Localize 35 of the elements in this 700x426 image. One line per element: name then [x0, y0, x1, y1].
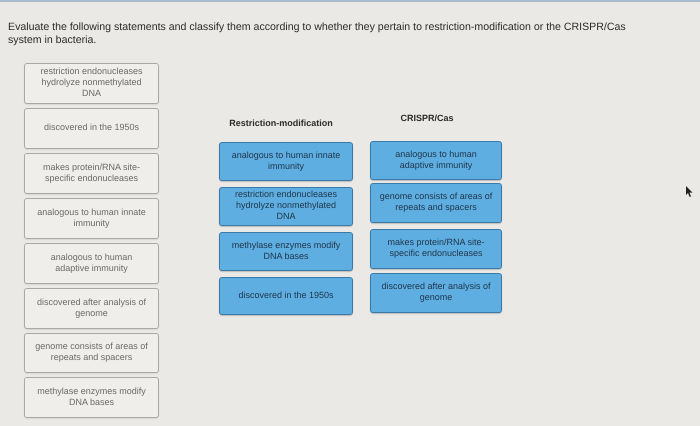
- statement-card: [24, 288, 159, 329]
- column-heading: Restriction-modification: [229, 118, 333, 128]
- statement-text: makes protein/RNA site-specific endonucleases: [386, 237, 486, 259]
- statement-card: [24, 153, 159, 194]
- statement-text: discovered in the 1950s: [238, 290, 334, 300]
- statement-card: [219, 277, 353, 315]
- statement-text: restriction endonucleases hydrolyze nonmethylated DNA: [39, 66, 144, 99]
- statement-text: restriction endonucleases hydrolyze nonmethylated DNA: [234, 189, 338, 222]
- statement-card: [219, 187, 353, 226]
- statement-text: analogous to human adaptive immunity: [394, 148, 478, 170]
- statement-card: [370, 183, 502, 223]
- statement-card: [24, 333, 159, 373]
- statement-card: [24, 108, 159, 149]
- statement-card: [370, 229, 502, 269]
- statement-card: [24, 198, 159, 239]
- statement-text: methylase enzymes modify DNA bases: [36, 386, 147, 408]
- statement-card: [370, 141, 502, 180]
- statement-text: discovered after analysis of genome: [36, 296, 148, 318]
- statement-card: [219, 142, 353, 181]
- statement-text: genome consists of areas of repeats and spacers: [34, 341, 149, 363]
- statement-text: genome consists of areas of repeats and spacers: [378, 191, 494, 213]
- statement-text: makes protein/RNA site-specific endonucleases: [42, 162, 142, 184]
- statement-text: discovered in the 1950s: [44, 122, 140, 133]
- statement-card: [24, 377, 159, 418]
- question-text: Evaluate the following statements and classify them according to whether they pertain to restriction-modification or the CRISPR/Cas system in bacteria.: [8, 21, 627, 47]
- statement-text: methylase enzymes modify DNA bases: [230, 240, 342, 262]
- statement-text: discovered after analysis of genome: [380, 281, 492, 303]
- statement-card: [370, 273, 502, 313]
- statement-card: [24, 63, 159, 104]
- statement-card: [24, 243, 159, 284]
- statement-text: analogous to human innate immunity: [36, 206, 147, 228]
- statement-text: analogous to human innate immunity: [230, 150, 342, 172]
- statement-card: [219, 232, 353, 271]
- statement-text: analogous to human adaptive immunity: [50, 252, 134, 274]
- column-heading: CRISPR/Cas: [400, 113, 454, 123]
